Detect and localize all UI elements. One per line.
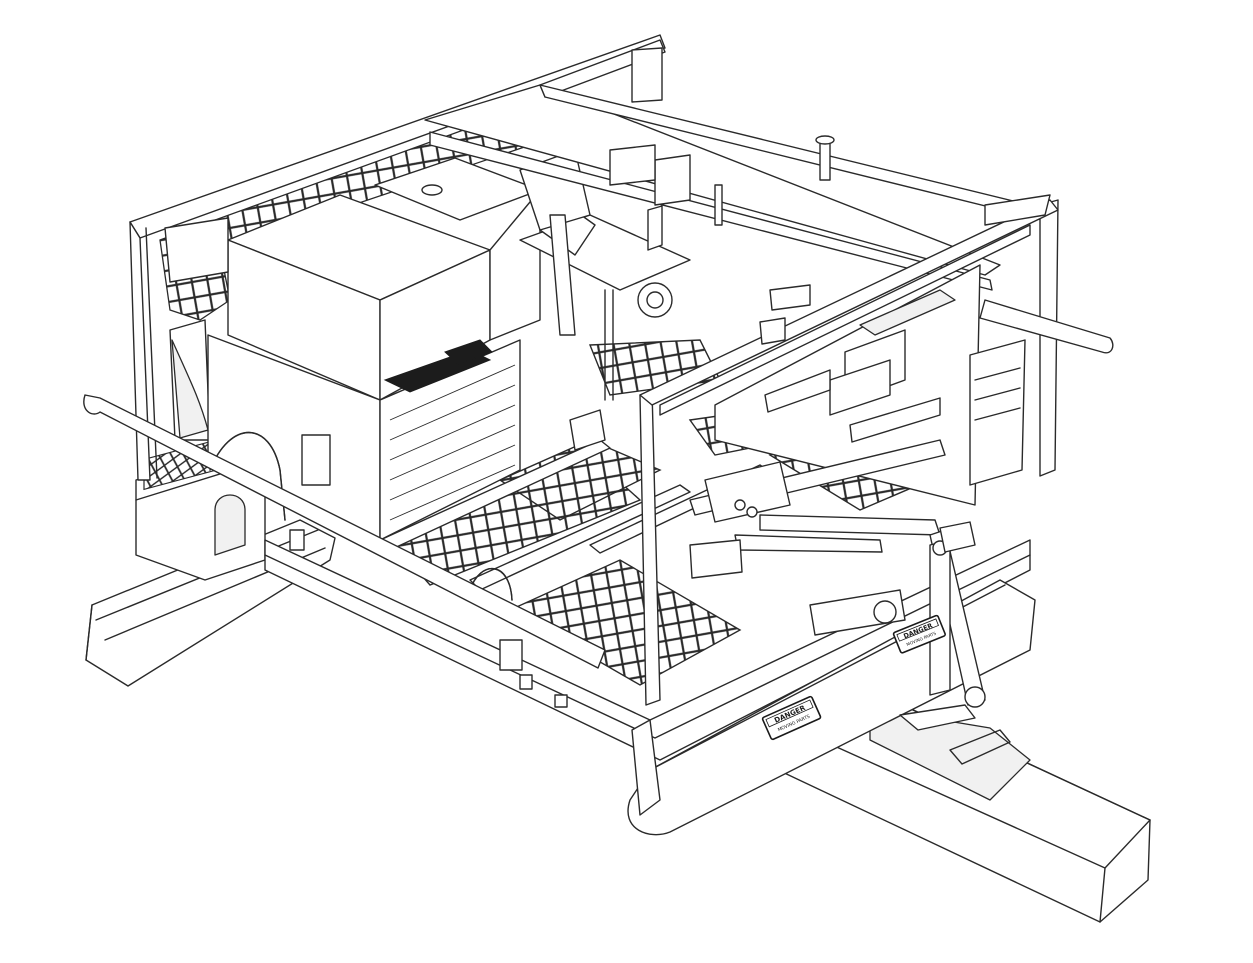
control-panel (714, 194, 1051, 506)
fittings (289, 135, 835, 708)
top-frame (164, 39, 1059, 706)
linkage-arms (569, 409, 986, 731)
hydraulic-hose (209, 432, 513, 601)
danger-sign-2: DANGER MOVING PARTS (892, 614, 946, 654)
power-unit-box (207, 157, 541, 541)
